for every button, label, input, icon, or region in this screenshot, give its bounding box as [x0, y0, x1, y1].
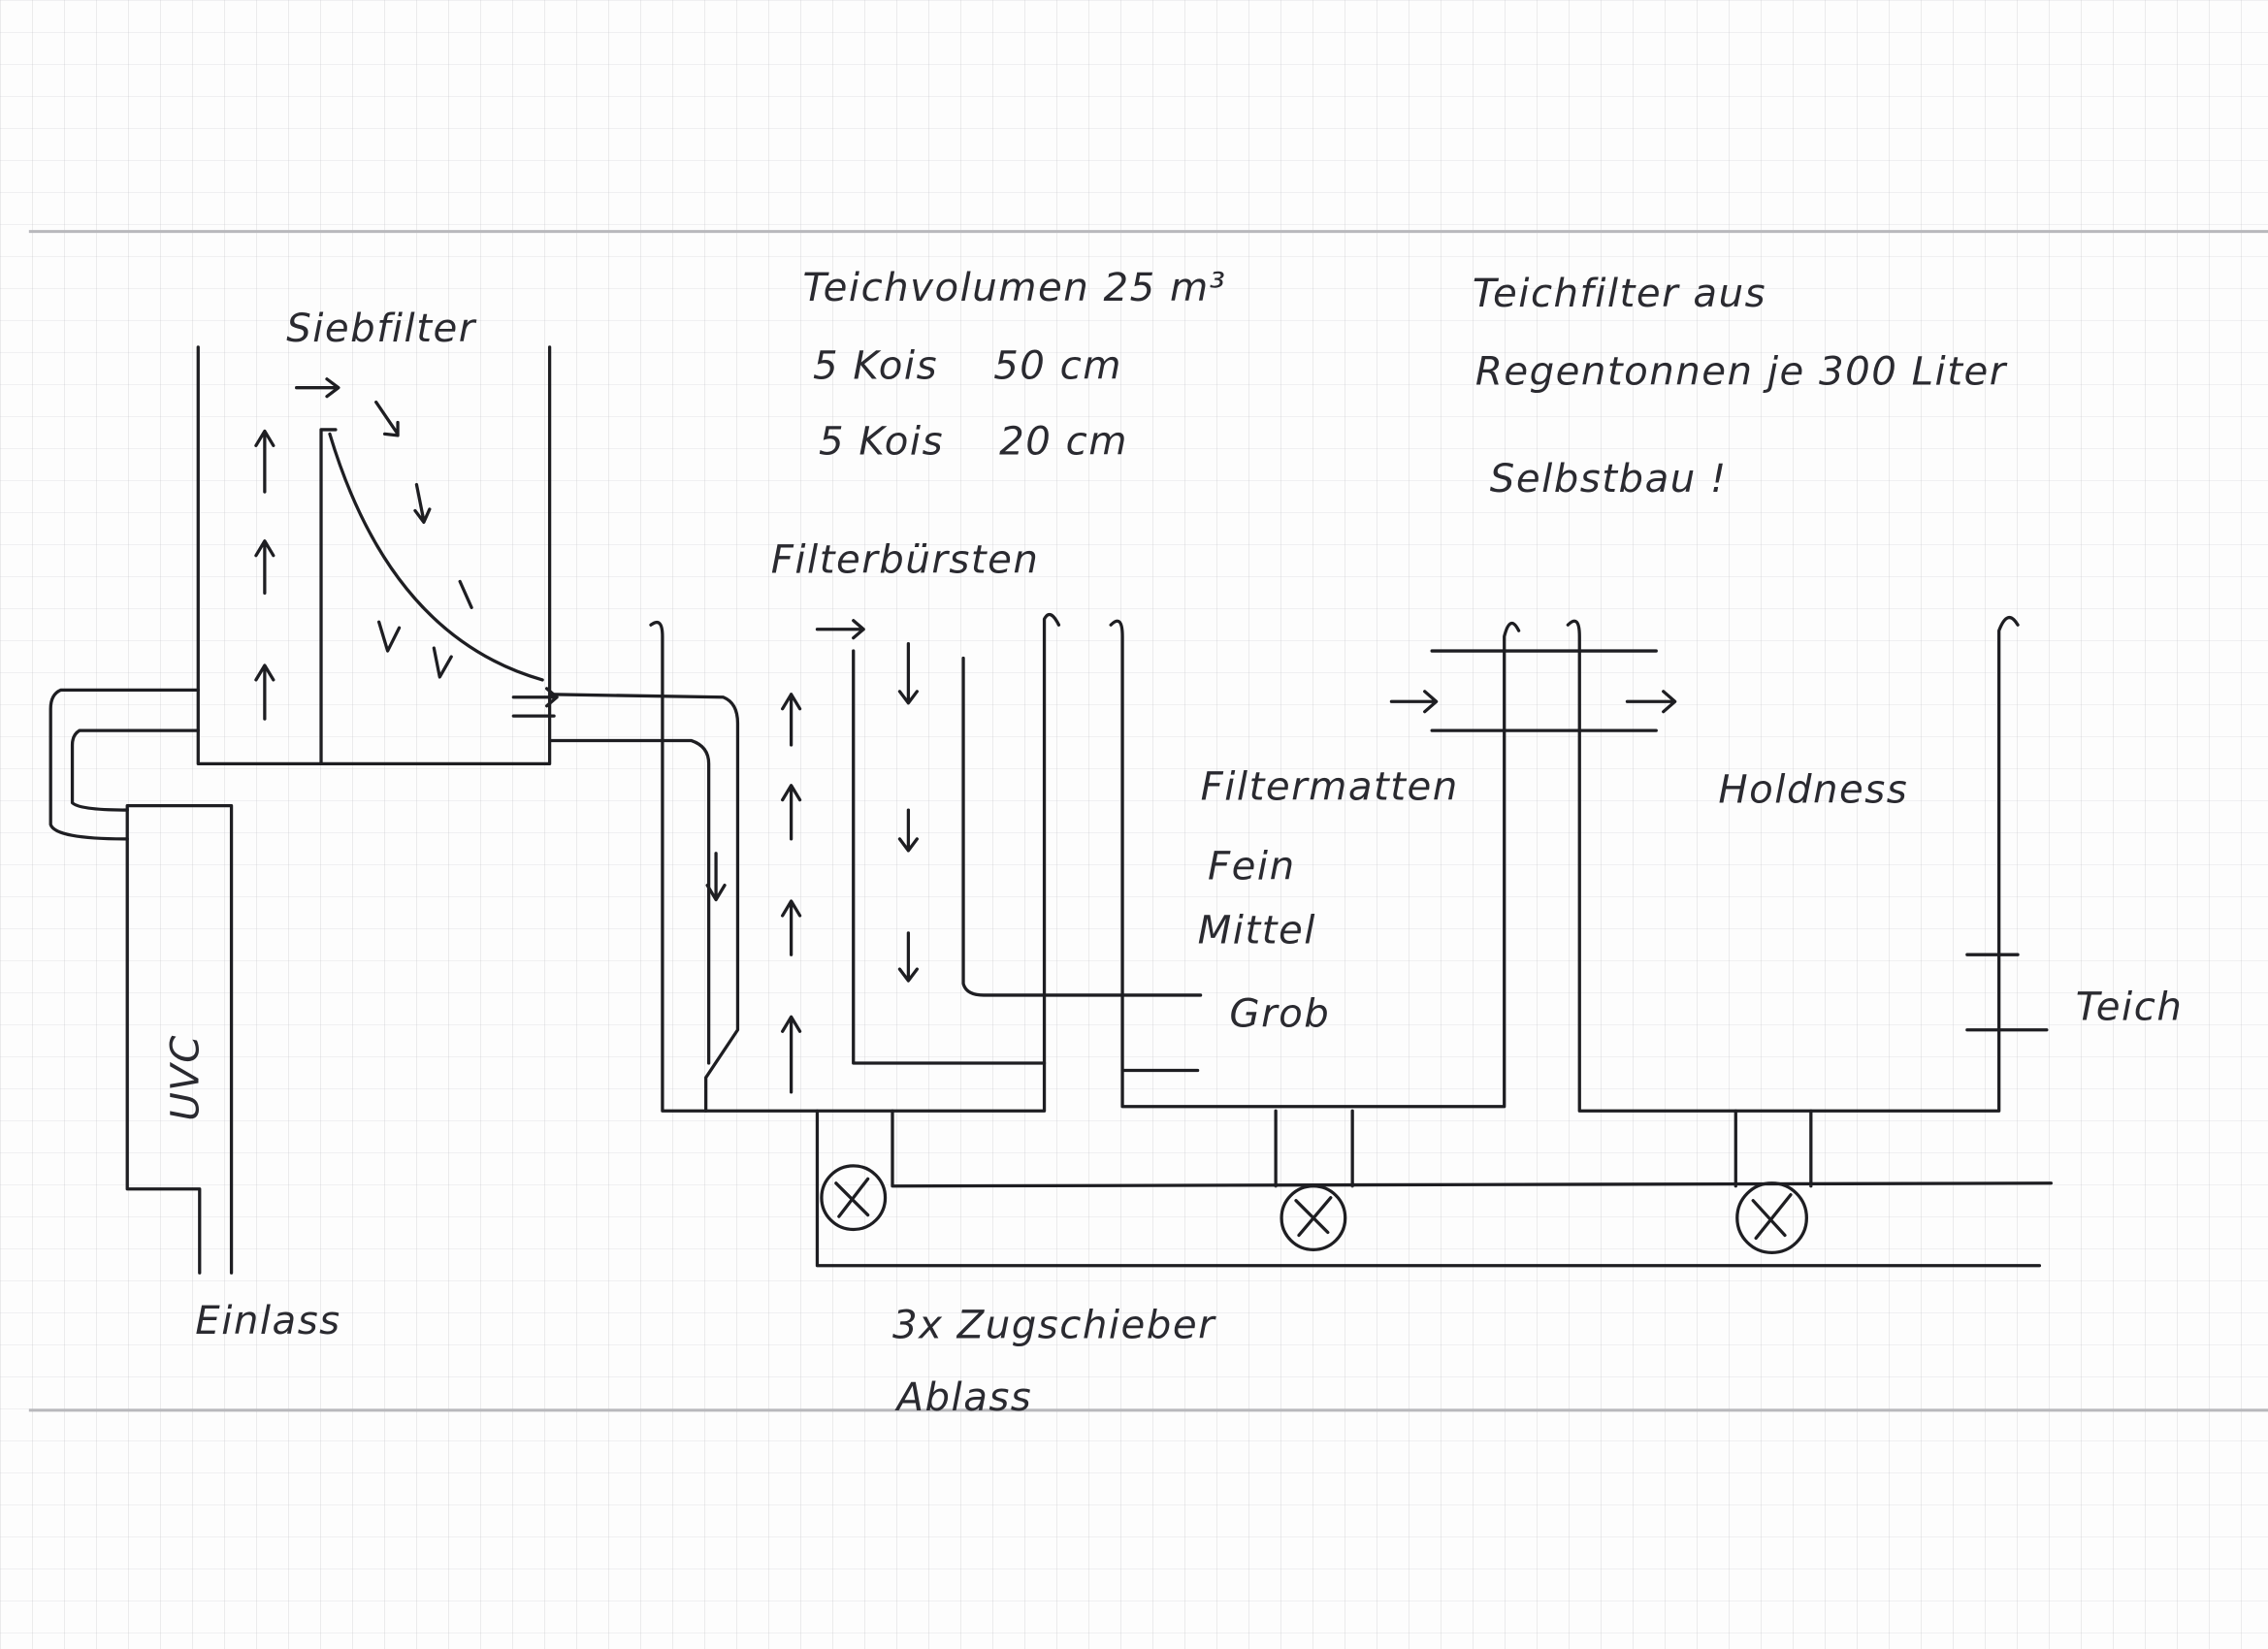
label-filter-brushes: Filterbürsten — [771, 538, 1040, 583]
transfer-pipe — [547, 693, 740, 1113]
note-self-build: Selbstbau ! — [1490, 457, 1728, 501]
brush-chamber — [649, 612, 1203, 1113]
drain-pipe — [815, 1109, 2053, 1268]
label-uvc: UVC — [163, 1034, 208, 1121]
label-sieve-filter: Siebfilter — [286, 307, 477, 351]
note-koi-1: 5 Kois 50 cm — [813, 344, 1122, 389]
label-filter-mats: Filtermatten — [1201, 765, 1459, 810]
slide-valve-3 — [1735, 1181, 1808, 1254]
label-slide-valves: 3x Zugschieber — [892, 1303, 1216, 1347]
note-pond-volume: Teichvolumen 25 m³ — [803, 266, 1227, 310]
label-coarse: Grob — [1229, 992, 1330, 1037]
label-pond: Teich — [2076, 985, 2184, 1029]
slide-valve-1 — [820, 1164, 888, 1232]
label-inlet: Einlass — [195, 1299, 340, 1343]
note-rain-barrels: Regentonnen je 300 Liter — [1475, 350, 2008, 395]
label-medium: Mittel — [1198, 908, 1316, 953]
connection-pipe — [1389, 649, 1677, 732]
note-koi-2: 5 Kois 20 cm — [819, 419, 1128, 464]
label-drain: Ablass — [893, 1375, 1032, 1420]
label-third-chamber: Holdness — [1718, 768, 1908, 813]
third-chamber — [1566, 616, 2049, 1113]
note-filter-from: Teichfilter aus — [1473, 272, 1766, 316]
slide-valve-2 — [1280, 1184, 1347, 1252]
filter-mat-chamber — [1109, 619, 1521, 1109]
inlet-pipe — [49, 688, 200, 841]
label-fine: Fein — [1208, 845, 1296, 889]
uvc-unit — [125, 803, 234, 1275]
sieve-filter-tank — [196, 345, 559, 766]
